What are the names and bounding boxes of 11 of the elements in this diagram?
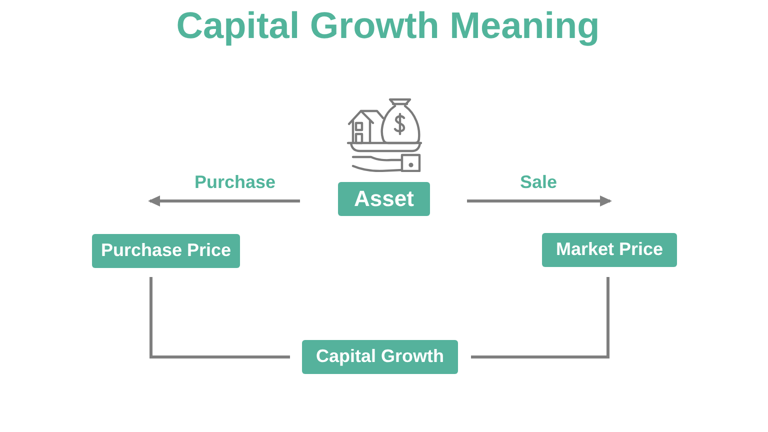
connector-line [471,277,610,358]
arrow [148,196,300,206]
edge-label: Sale [520,173,558,193]
diagram-title: Capital Growth Meaning [176,6,600,47]
node-box: Market Price [542,233,677,267]
arrow [467,196,612,206]
node-box: Purchase Price [92,234,240,268]
node-box: Capital Growth [302,340,458,374]
edge-label: Purchase [194,173,276,193]
connector-line [150,277,290,358]
node-box: Asset [338,182,430,216]
